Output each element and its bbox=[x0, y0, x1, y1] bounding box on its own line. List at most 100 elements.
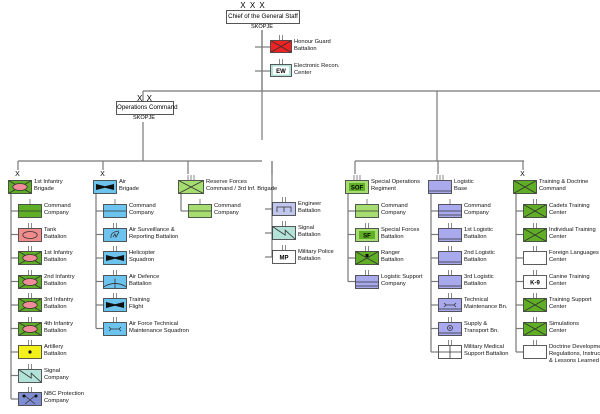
unit-label-line: Flight bbox=[129, 304, 144, 311]
unit-label-line: Reserve Forces bbox=[206, 179, 247, 185]
ops-hq-location: SKOPJE bbox=[132, 115, 156, 121]
unit-label-line: Electronic Recon. bbox=[294, 63, 340, 69]
echelon-marks bbox=[533, 269, 537, 275]
unit-label-line: Reporting Battalion bbox=[129, 233, 179, 240]
echelon-marks bbox=[365, 222, 369, 228]
unit-label-line: Canine Training bbox=[549, 273, 590, 280]
logistic-icon bbox=[428, 180, 452, 194]
echelon-marks bbox=[353, 175, 361, 180]
infantry-icon bbox=[523, 298, 547, 312]
unit-label-line: Artillery bbox=[44, 344, 64, 350]
unit-label-line: Battalion bbox=[464, 280, 487, 287]
unit-label-line: Base bbox=[454, 186, 468, 193]
unit-label-line: Command bbox=[539, 186, 566, 193]
logistic-icon bbox=[438, 274, 462, 289]
unit-label-line: Battalion bbox=[44, 233, 67, 240]
unit-label: Electronic Recon.Center bbox=[294, 63, 339, 77]
echelon-marks bbox=[533, 246, 537, 251]
nbc-icon bbox=[18, 392, 42, 406]
echelon-marks bbox=[28, 222, 32, 228]
echelon-marks bbox=[533, 340, 537, 345]
unit-label-line: Company bbox=[129, 210, 154, 217]
unit-label-line: Military Medical bbox=[464, 344, 504, 350]
unit-label-line: Brigade bbox=[119, 186, 139, 193]
echelon-marks bbox=[366, 199, 368, 204]
logistic-icon bbox=[438, 251, 462, 265]
top-hq-box[interactable]: Chief of the General Staff bbox=[226, 10, 300, 24]
unit-label-line: Command bbox=[381, 203, 408, 209]
unit-label-line: 3rd Logistic bbox=[464, 273, 494, 280]
mech-infantry-icon bbox=[18, 251, 42, 265]
echelon-marks bbox=[199, 199, 201, 204]
unit-label-line: Battalion bbox=[44, 304, 67, 311]
echelon-marks bbox=[436, 175, 444, 180]
logistic-maintenance-icon bbox=[438, 298, 462, 312]
infantry-icon bbox=[523, 227, 547, 242]
unit-label-line: Battalion bbox=[44, 327, 67, 334]
unit-label-line: Logistic Support bbox=[381, 273, 423, 280]
unit-label-line: Center bbox=[549, 210, 567, 217]
unit-label-line: Logistic bbox=[454, 179, 474, 185]
unit-label-line: Battalion bbox=[44, 257, 67, 264]
unit-label-line: 4th Infantry bbox=[44, 320, 74, 327]
echelon-marks bbox=[448, 316, 452, 322]
unit-label-line: Center bbox=[549, 257, 567, 264]
echelon-marks bbox=[113, 246, 117, 251]
echelon-marks bbox=[282, 245, 286, 250]
unit-label-line: Battalion bbox=[44, 351, 67, 358]
infantry-icon bbox=[523, 321, 547, 336]
echelon-marks bbox=[448, 340, 452, 345]
echelon-marks bbox=[113, 269, 117, 275]
unit-label-line: 2nd Logistic bbox=[464, 250, 495, 256]
unit-label-line: Battalion bbox=[464, 233, 487, 240]
aviation-icon bbox=[103, 298, 127, 312]
echelon-marks bbox=[28, 269, 32, 275]
unit-label-line: Battalion bbox=[298, 208, 321, 215]
unit-label-line: 3rd Infantry bbox=[44, 297, 74, 303]
honour-guard-icon bbox=[270, 40, 292, 53]
unit-label-line: Helicopter bbox=[129, 250, 156, 256]
unit-label: Doctrine Development,Regulations, Instru… bbox=[549, 344, 600, 366]
unit-label-line: Regiment bbox=[371, 186, 396, 193]
unit-label-line: 1st Logistic bbox=[464, 226, 493, 233]
unit-label-line: Training bbox=[129, 297, 150, 303]
echelon-marks bbox=[113, 222, 117, 228]
unit-label-line: Battalion bbox=[464, 257, 487, 264]
unit-label-line: Command bbox=[129, 203, 156, 209]
echelon-marks bbox=[28, 387, 32, 392]
unit-label-line: Doctrine Development, bbox=[549, 344, 600, 350]
ops-hq-box[interactable]: Operations Command bbox=[116, 101, 178, 115]
command-company-icon bbox=[18, 204, 42, 218]
echelon-marks bbox=[279, 35, 283, 40]
sf-icon: SF bbox=[355, 227, 379, 242]
svg-text:SF: SF bbox=[363, 233, 371, 239]
unit-label-line: Center bbox=[549, 233, 567, 240]
unit-label-line: Ranger bbox=[381, 250, 401, 256]
unit-label-line: Technical bbox=[464, 297, 489, 303]
unit-label-line: Command bbox=[464, 203, 491, 209]
aviation-icon bbox=[103, 251, 127, 265]
echelon-marker: X bbox=[520, 171, 526, 178]
echelon-marks bbox=[113, 293, 117, 298]
top-hq-echelon: X X X bbox=[240, 1, 266, 10]
military-police-icon: MP bbox=[272, 250, 296, 264]
